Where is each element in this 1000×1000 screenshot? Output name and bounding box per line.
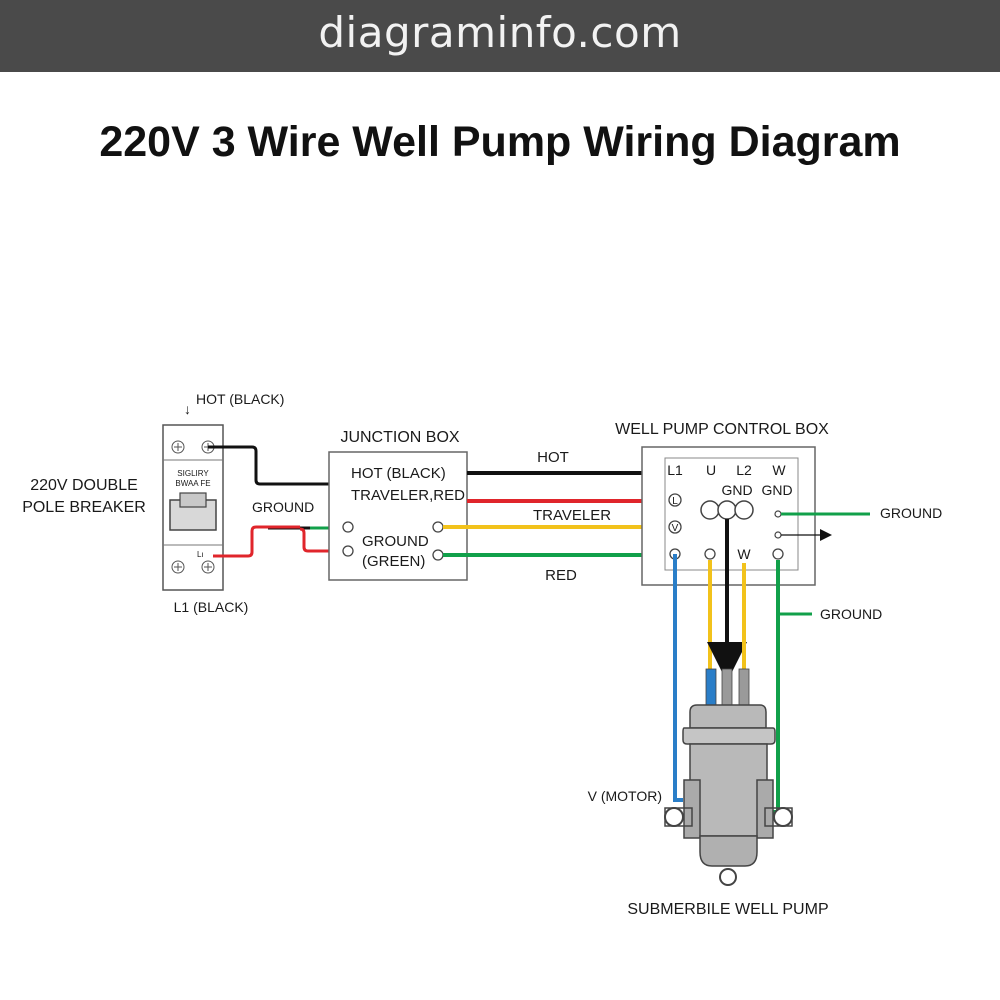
control-ground-right-label: GROUND [880,505,942,521]
hot-wire-breaker [208,445,330,486]
junction-terminal-ground-in [342,521,354,533]
breaker-title-line2: POLE BREAKER [22,499,146,516]
control-terminal-l [668,493,682,507]
breaker-screw-bottom-left [171,560,185,574]
red-wire-breaker [213,525,268,558]
breaker-screw-top-left [171,440,185,454]
control-terminal-v [668,520,682,534]
junction-terminal-red-in [342,545,354,557]
control-terminal-ground-down [772,548,784,560]
breaker-terminal-label: Lı [197,550,204,559]
control-terminal-ground-right [774,510,782,518]
pump-name-label: SUBMERBILE WELL PUMP [627,901,828,918]
breaker-l1-label: L1 (BLACK) [174,599,249,615]
red-wire-label: RED [545,567,577,584]
control-terminal-l-label: L [672,496,678,507]
control-terminal-yellow-1 [704,548,716,560]
breaker-device-text-1: SIGLIRY [177,469,209,478]
coil-1 [700,500,720,520]
junction-traveler-label: TRAVELER,RED [351,487,465,504]
submersible-pump [664,668,793,886]
junction-ground-label-2: (GREEN) [362,553,425,570]
hot-wire-label: HOT [537,449,569,466]
control-header-u: U [706,462,716,478]
control-header-l1: L1 [667,462,683,478]
pump-motor-label: V (MOTOR) [588,788,662,804]
control-gnd-label-1: GND [721,482,752,498]
diagram-title: 220V 3 Wire Well Pump Wiring Diagram [99,118,901,166]
control-terminal-v-label: V [672,523,679,534]
breaker-device-text-2: BWAA FE [175,479,210,488]
control-header-w: W [772,462,786,478]
double-pole-breaker: SIGLIRY BWAA FE Lı [162,424,224,591]
junction-hot-label: HOT (BLACK) [351,465,446,482]
hot-arrow-icon: ↓ [184,401,191,417]
blue-motor-wire [673,554,683,802]
site-banner: diagraminfo.com [0,0,1000,72]
control-w-label: W [737,546,751,562]
red-wire-junction [299,527,342,553]
green-ground-wire-down [770,560,780,814]
site-name: diagraminfo.com [318,8,682,57]
breaker-ground-label: GROUND [252,499,314,515]
control-gnd-label-2: GND [761,482,792,498]
junction-ground-label-1: GROUND [362,533,429,550]
junction-terminal-green-out [432,549,444,561]
coil-3 [734,500,754,520]
junction-box-title: JUNCTION BOX [340,429,459,446]
breaker-title-line1: 220V DOUBLE [30,477,138,494]
control-ground-down-label: GROUND [820,606,882,622]
breaker-hot-label: HOT (BLACK) [196,391,284,407]
junction-terminal-yellow-out [432,521,444,533]
control-header-l2: L2 [736,462,752,478]
coil-2 [717,500,737,520]
traveler-wire-label: TRAVELER [533,507,611,524]
breaker-screw-bottom-right [201,560,215,574]
control-terminal-arrow [774,531,782,539]
junction-box [328,451,468,581]
control-box-title: WELL PUMP CONTROL BOX [615,421,829,438]
